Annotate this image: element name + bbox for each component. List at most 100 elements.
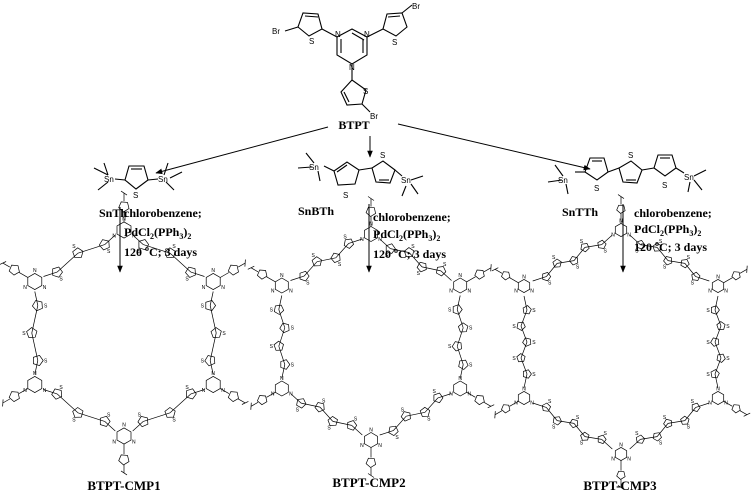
backbone-bond (584, 244, 602, 248)
triazine-ring (453, 277, 468, 294)
backbone-bond (440, 270, 452, 281)
triazine-ring (274, 380, 289, 397)
thiophene-s-atom: S (659, 440, 663, 446)
thiophene-ring (731, 271, 741, 281)
thiophene-ring (227, 264, 239, 276)
conditions-cmp1: chlorobenzene; PdCl2(PPh3)2 120 oC; 3 da… (124, 206, 202, 259)
triazine-n-atom: N (364, 30, 370, 39)
backbone-bond (629, 234, 641, 245)
thiophene-ring (501, 271, 511, 281)
thiophene-ring (273, 304, 285, 315)
triazine-n-atom: N (708, 288, 712, 294)
triazine-ring (614, 446, 628, 462)
triazine-n-atom: N (530, 400, 534, 406)
backbone-bond (34, 360, 39, 375)
thiophene-ring (26, 327, 38, 338)
chain-end-bond (2, 398, 10, 404)
sntth-structure: S S S Sn Sn (547, 151, 707, 195)
branch-bond (220, 272, 230, 278)
thiophene-s-atom: S (448, 307, 452, 313)
temperature-text: 120 oC; 3 days (634, 239, 707, 254)
triazine-ring (27, 375, 43, 394)
triazine-n-atom: N (211, 268, 215, 274)
triazine-ring (364, 226, 378, 242)
backbone-bond (421, 266, 441, 272)
thiophene-s-atom: S (433, 389, 437, 395)
triazine-ring (274, 277, 289, 294)
backbone-bond (43, 271, 58, 277)
thiophene-s-atom: S (552, 255, 556, 261)
thiophene-s-atom: S (22, 331, 26, 337)
triazine-n-atom: N (449, 289, 453, 295)
thiophene-s-atom: S (548, 280, 552, 286)
backbone-bond (456, 295, 461, 310)
thiophene-ring (256, 395, 268, 406)
backbone-bond (104, 421, 116, 432)
thiophene-ring (569, 418, 579, 429)
bromine-atom: Br (412, 2, 420, 11)
thiophene-s-atom: S (706, 340, 710, 346)
triazine-n-atom: N (33, 371, 37, 377)
chain-end-mark (244, 259, 246, 267)
thiophene-s-atom: S (576, 264, 580, 270)
thiophene-s-atom: S (172, 244, 176, 250)
thiophene-s-atom: S (662, 181, 667, 190)
chain-end-bond (238, 398, 246, 404)
thiophene-ring (186, 388, 197, 400)
thiophene-ring (388, 425, 399, 437)
snth-structure: S Sn Sn (93, 162, 183, 200)
thiophene-s-atom: S (291, 326, 295, 332)
triazine-n-atom: N (360, 237, 364, 243)
thiophene-ring (365, 457, 376, 468)
thiophene-s-atom: S (201, 358, 205, 364)
backbone-bond (77, 244, 105, 254)
triazine-n-atom: N (271, 289, 275, 295)
backbone-bond (456, 327, 464, 347)
thiophene-ring (710, 337, 720, 347)
thiophene-s-atom: S (580, 239, 584, 245)
triazine-n-atom: N (530, 288, 534, 294)
conditions-cmp3: chlorobenzene; PdCl2(PPh3)2 120 oC; 3 da… (634, 206, 712, 254)
sntth-label: SnTTh (562, 205, 598, 219)
backbone-bond (316, 257, 336, 263)
backbone-bond (695, 276, 710, 282)
thiophene-ring (522, 337, 532, 347)
backbone-bond (546, 407, 558, 421)
chain-end-mark (120, 190, 128, 196)
triazine-n-atom: N (33, 268, 37, 274)
snbth-label: SnBTh (298, 204, 334, 218)
thiophene-s-atom: S (107, 249, 111, 255)
thiophene-s-atom: S (443, 262, 447, 268)
triazine-n-atom: N (23, 388, 27, 394)
backbone-bond (390, 248, 410, 253)
thiophene-s-atom: S (691, 399, 695, 405)
thiophene-ring (118, 454, 130, 466)
backbone-bond (348, 238, 363, 244)
thiophene-s-atom: S (469, 362, 473, 368)
triazine-n-atom: N (271, 392, 275, 398)
chain-end-mark (491, 267, 499, 272)
backbone-bond (104, 234, 116, 245)
thiophene-ring (552, 416, 562, 426)
tin-atom: Sn (684, 173, 694, 182)
triazine-n-atom: N (716, 275, 720, 281)
thiophene-ring (99, 415, 111, 427)
triazine-n-atom: N (378, 443, 382, 449)
thiophene-s-atom: S (354, 417, 358, 423)
backbone-bond (523, 373, 528, 389)
thiophene-s-atom: S (306, 280, 310, 286)
thiophene-ring (652, 432, 662, 442)
thiophene-s-atom: S (594, 184, 599, 193)
backbone-bond (656, 247, 669, 261)
triazine-n-atom: N (458, 376, 462, 382)
triazine-n-atom: N (112, 234, 116, 240)
thiophene-s-atom: S (327, 426, 331, 432)
thiophene-s-atom: S (201, 303, 205, 309)
thiophene-ring (452, 304, 463, 315)
thiophene-s-atom: S (185, 277, 189, 283)
thiophene-ring (273, 340, 284, 351)
tin-atom: Sn (158, 175, 168, 184)
backbone-bond (573, 423, 586, 437)
